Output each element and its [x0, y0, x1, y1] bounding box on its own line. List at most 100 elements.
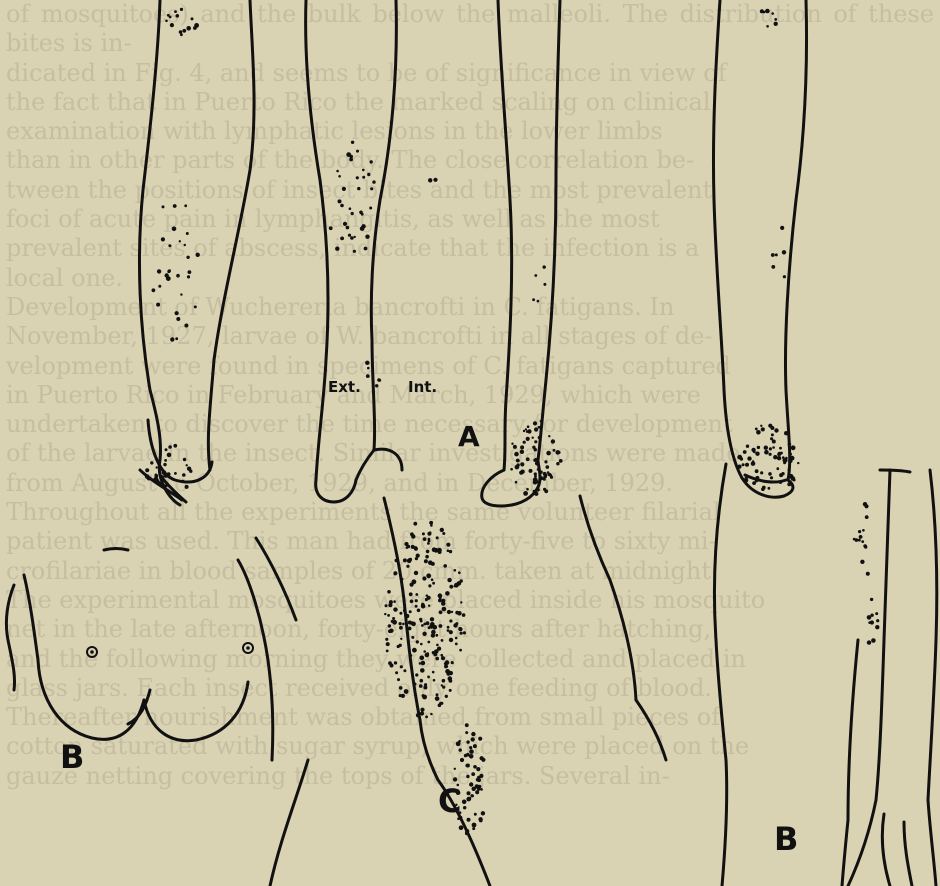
bite-dot	[425, 653, 430, 658]
bite-dot	[409, 654, 412, 657]
bite-dot	[463, 806, 466, 809]
label-c: C	[438, 782, 461, 820]
bite-dot	[158, 285, 161, 288]
bite-dot	[787, 482, 791, 486]
bite-dot	[349, 155, 353, 159]
bite-dot	[356, 150, 359, 153]
bite-dot	[469, 746, 472, 749]
bite-dot	[416, 640, 419, 643]
bite-dot	[760, 10, 764, 14]
bite-dot	[862, 529, 865, 532]
bite-dot	[558, 451, 561, 454]
bite-dot	[176, 274, 180, 278]
bite-dot	[403, 558, 407, 562]
bite-dot	[742, 463, 745, 466]
bite-dot	[432, 582, 435, 585]
bite-dot	[180, 293, 182, 295]
bite-dot	[774, 18, 777, 21]
bite-dot	[445, 695, 448, 698]
bite-dot	[336, 170, 339, 173]
bite-dot	[559, 459, 563, 463]
bite-dot	[420, 679, 424, 683]
bite-dot	[186, 256, 189, 259]
bite-dot	[406, 631, 409, 634]
bite-dot	[449, 619, 452, 622]
bite-dot	[338, 175, 341, 178]
bite-dot	[458, 571, 461, 574]
bite-dot	[867, 615, 872, 620]
bite-dot	[362, 176, 365, 179]
bite-dot	[392, 617, 395, 620]
bite-dot	[755, 469, 759, 473]
bite-dot	[411, 622, 416, 627]
bite-dot	[399, 626, 403, 630]
bite-dot	[414, 546, 418, 550]
bite-dot	[529, 469, 533, 473]
bite-dot	[526, 437, 530, 441]
bite-dot	[420, 668, 425, 673]
bite-dot	[175, 337, 178, 340]
bite-dot	[773, 455, 777, 459]
leg-figure-a3	[482, 0, 560, 506]
bite-dot	[443, 564, 447, 568]
bite-dot	[460, 579, 463, 582]
bite-dot	[414, 571, 418, 575]
bite-dot	[421, 624, 424, 627]
bite-dot	[386, 650, 389, 653]
bite-dot	[165, 448, 168, 451]
bite-dot	[184, 324, 188, 328]
bite-dot	[436, 536, 439, 539]
bite-dot	[551, 439, 555, 443]
bite-dot	[424, 683, 427, 686]
bite-dot	[479, 819, 483, 823]
bite-dot	[430, 617, 434, 621]
bite-dot	[413, 522, 417, 526]
bite-dot	[176, 317, 180, 321]
bite-dot	[514, 452, 519, 457]
bite-dot	[451, 661, 454, 664]
bite-dot	[766, 25, 769, 28]
bite-dot	[553, 449, 556, 452]
bite-dot	[408, 627, 412, 631]
bite-dot	[449, 679, 453, 683]
bite-dot	[369, 207, 372, 210]
bite-dot	[170, 23, 174, 27]
bite-dot	[519, 471, 523, 475]
bite-dot	[349, 207, 352, 210]
bite-dot	[360, 226, 365, 231]
bite-dot	[179, 30, 183, 34]
bite-dot	[354, 236, 356, 238]
bite-dot	[175, 311, 179, 315]
bite-dot	[875, 625, 879, 629]
bite-dot	[455, 637, 458, 640]
bite-dot	[435, 657, 439, 661]
bite-dot	[410, 532, 414, 536]
bite-dot	[436, 644, 439, 647]
bite-dot	[348, 234, 351, 237]
bite-dot	[855, 538, 859, 542]
bite-dot	[385, 638, 388, 641]
bite-dot	[437, 548, 442, 553]
bite-dot	[756, 430, 761, 435]
bite-dot	[533, 480, 538, 485]
bite-dot	[784, 431, 788, 435]
bite-dot	[404, 689, 409, 694]
bite-dot	[447, 626, 450, 629]
bite-dot	[472, 823, 477, 828]
bite-dot	[433, 652, 437, 656]
bite-dot	[516, 459, 520, 463]
bite-dot	[343, 222, 347, 226]
bite-dot	[444, 664, 448, 668]
bite-dot	[863, 544, 867, 548]
bite-dot	[428, 605, 430, 607]
bite-dot	[423, 623, 426, 626]
bite-dot	[393, 608, 396, 611]
bite-dot	[186, 232, 189, 235]
bite-dot	[466, 753, 470, 757]
bite-dot	[745, 463, 749, 467]
bite-dot	[420, 620, 423, 623]
bite-dot	[428, 178, 432, 182]
bite-dot	[415, 605, 418, 608]
bite-dot	[454, 583, 459, 588]
